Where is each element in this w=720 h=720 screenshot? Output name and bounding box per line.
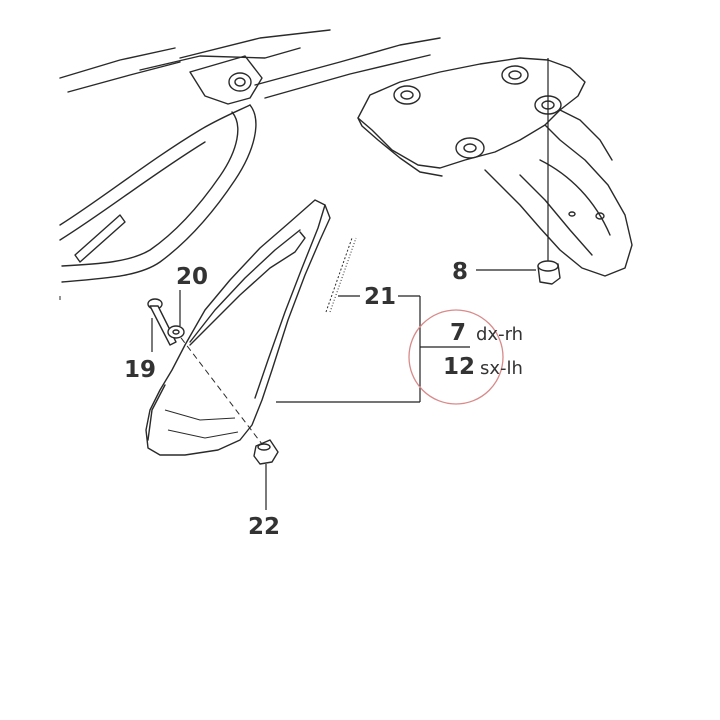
label-part-20: 20	[176, 264, 208, 290]
grommet	[501, 65, 529, 85]
label-part-7: 7	[450, 320, 466, 346]
grommet	[393, 85, 421, 105]
callout-bracket-21	[276, 295, 470, 403]
label-part-8: 8	[452, 259, 468, 285]
label-part-19: 19	[124, 357, 156, 383]
label-part-12: 12	[443, 354, 475, 380]
label-variant-right: dx-rh	[476, 324, 523, 345]
decal-strip	[325, 237, 357, 313]
grommet	[455, 137, 485, 159]
label-variant-left: sx-lh	[480, 358, 523, 379]
part-19-screw	[147, 298, 177, 352]
part-8-grommet	[476, 260, 561, 285]
label-part-21: 21	[364, 284, 396, 310]
part-20-washer	[167, 290, 185, 339]
highlight-circle	[408, 309, 504, 405]
rear-mounting-bracket	[357, 57, 633, 277]
frame-tube-assembly	[59, 29, 441, 300]
label-part-22: 22	[248, 514, 280, 540]
part-22-nut	[253, 439, 279, 510]
part-21-side-cover	[145, 199, 331, 456]
